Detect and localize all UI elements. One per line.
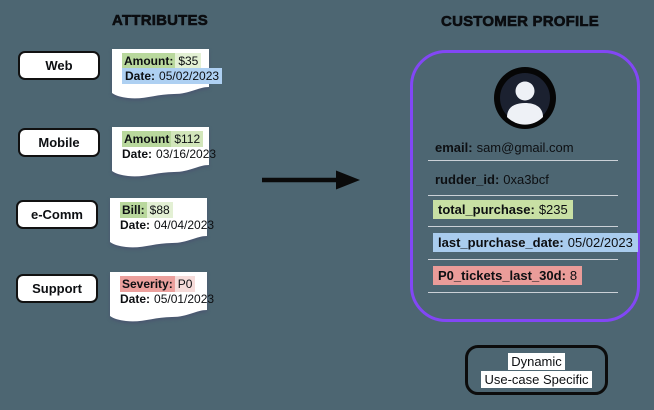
date-value: 03/16/2023: [156, 147, 217, 161]
receipt-line-date: Date:05/01/2023: [120, 292, 214, 307]
date-label: Date:: [122, 147, 153, 161]
source-label: Web: [45, 58, 73, 73]
p0-tickets-value: 8: [569, 268, 578, 283]
source-box-mobile: Mobile: [18, 128, 100, 157]
source-box-support: Support: [16, 274, 98, 303]
field-last-purchase-date: last_purchase_date:05/02/2023: [433, 233, 638, 252]
divider: [428, 160, 618, 161]
right-arrow-icon: [262, 170, 360, 190]
severity-value: P0: [174, 276, 196, 292]
field-rudder-id: rudder_id:0xa3bcf: [435, 172, 549, 187]
divider: [428, 259, 618, 260]
date-value: 04/04/2023: [154, 218, 215, 232]
user-avatar-icon: [494, 67, 556, 129]
email-label: email:: [435, 140, 473, 155]
field-total-purchase: total_purchase:$235: [433, 200, 573, 219]
source-box-ecomm: e-Comm: [16, 200, 98, 229]
receipt-ecomm: Bill:$88 Date:04/04/2023: [110, 198, 214, 252]
receipt-mobile: Amount$112 Date:03/16/2023: [112, 127, 216, 181]
p0-tickets-label: P0_tickets_last_30d:: [438, 268, 566, 283]
amount-value: $112: [171, 131, 204, 147]
total-purchase-label: total_purchase:: [438, 202, 535, 217]
receipt-line-amount: Amount:$35: [122, 53, 222, 69]
receipt-line-date: Date:05/02/2023: [122, 68, 223, 84]
receipt-line-date: Date:04/04/2023: [120, 218, 214, 233]
receipt-web: Amount:$35 Date:05/02/2023: [112, 49, 223, 103]
legend-line-usecase: Use-case Specific: [481, 370, 592, 388]
severity-label: Severity:: [120, 276, 175, 292]
source-label: Mobile: [38, 135, 80, 150]
last-purchase-date-value: 05/02/2023: [567, 235, 633, 250]
divider: [428, 195, 618, 196]
amount-label: Amount:: [122, 53, 176, 69]
receipt-line-severity: Severity:P0: [120, 276, 214, 292]
attributes-title: ATTRIBUTES: [112, 12, 208, 30]
date-label: Date:: [120, 292, 151, 306]
date-value: 05/02/2023: [159, 69, 220, 83]
receipt-support: Severity:P0 Date:05/01/2023: [110, 272, 214, 326]
legend-line-dynamic: Dynamic: [508, 352, 565, 370]
legend-box: Dynamic Use-case Specific: [465, 345, 608, 395]
date-value: 05/01/2023: [154, 292, 215, 306]
rudder-id-value: 0xa3bcf: [503, 172, 549, 187]
total-purchase-value: $235: [538, 202, 568, 217]
last-purchase-date-label: last_purchase_date:: [438, 235, 564, 250]
customer-profile-title: CUSTOMER PROFILE: [441, 13, 599, 31]
field-email: email:sam@gmail.com: [435, 140, 574, 155]
receipt-line-bill: Bill:$88: [120, 202, 214, 218]
receipt-line-amount: Amount$112: [122, 131, 216, 147]
source-box-web: Web: [18, 51, 100, 80]
receipt-line-date: Date:03/16/2023: [122, 147, 216, 162]
divider: [428, 226, 618, 227]
divider: [428, 292, 618, 293]
amount-label: Amount: [122, 131, 172, 147]
source-label: Support: [32, 281, 82, 296]
email-value: sam@gmail.com: [476, 140, 574, 155]
date-label: Date:: [125, 69, 156, 83]
field-p0-tickets: P0_tickets_last_30d:8: [433, 266, 583, 285]
bill-label: Bill:: [120, 202, 147, 218]
rudder-id-label: rudder_id:: [435, 172, 500, 187]
date-label: Date:: [120, 218, 151, 232]
customer-profile-card: email:sam@gmail.com rudder_id:0xa3bcf to…: [410, 50, 640, 322]
amount-value: $35: [175, 53, 202, 69]
bill-value: $88: [146, 202, 173, 218]
source-label: e-Comm: [30, 207, 83, 222]
